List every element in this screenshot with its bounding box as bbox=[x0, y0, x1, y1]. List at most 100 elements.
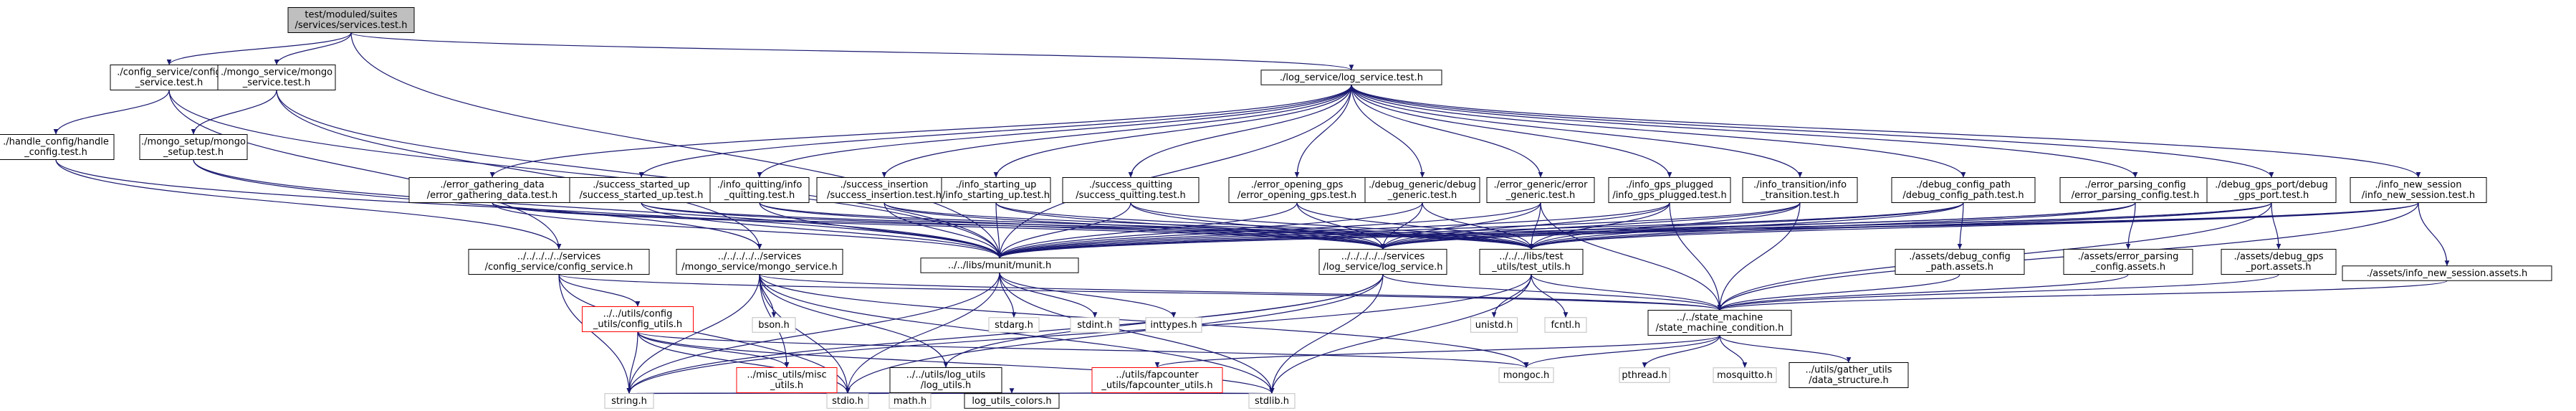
node-label-line: ./success_started_up bbox=[593, 180, 689, 191]
edge-debug-gps-port-assets-to-state-machine-h bbox=[1717, 273, 2279, 311]
node-label-line: ./info_transition/info bbox=[1753, 180, 1847, 191]
edge-log-service-test-to-info-starting-up-test bbox=[993, 85, 1352, 178]
node-label-line: /services/services.test.h bbox=[295, 20, 408, 31]
node-bson-h: bson.h bbox=[752, 317, 796, 333]
node-box bbox=[1062, 177, 1200, 203]
node-debug-gps-port-test: ./debug_gps_port/debug_gps_port.test.h bbox=[2206, 177, 2337, 203]
edge-state-machine-h-to-gather-utils-h bbox=[1719, 335, 1852, 363]
edge-success-started-up-test-to-munit-h bbox=[641, 202, 1002, 258]
node-box bbox=[1248, 393, 1296, 409]
node-label-line: /error_gathering_data.test.h bbox=[427, 190, 558, 201]
node-fapcounter-utils-h: ../utils/fapcounter_utils/fapcounter_uti… bbox=[1091, 367, 1223, 393]
node-gather-utils-h: ../utils/gather_utils/data_structure.h bbox=[1789, 362, 1909, 388]
node-error-generic-test: ./error_generic/error_generic.test.h bbox=[1486, 177, 1595, 203]
edge-config-service-h-to-string-h bbox=[558, 274, 632, 394]
edges-layer bbox=[53, 32, 2450, 395]
edge-config-service-test-to-config-service-h bbox=[168, 90, 562, 250]
node-error-parsing-config-test: ./error_parsing_config/error_parsing_con… bbox=[2059, 177, 2211, 203]
edge-log-service-test-to-debug-config-path-test bbox=[1351, 85, 1966, 178]
node-label-line: /success_quitting.test.h bbox=[1076, 190, 1186, 201]
node-box bbox=[569, 177, 714, 203]
node-label-line: pthread.h bbox=[1622, 370, 1667, 381]
node-root: test/moduled/suites/services/services.te… bbox=[287, 7, 415, 33]
node-label-line: _utils/config_utils.h bbox=[593, 319, 682, 330]
edge-root-to-config-service-test bbox=[166, 32, 352, 65]
node-box bbox=[582, 306, 694, 332]
edge-info-new-session-test-to-log-service-h bbox=[1380, 202, 2419, 250]
edge-debug-generic-test-to-test-utils-h bbox=[1422, 202, 1534, 250]
node-label-line: ./info_starting_up bbox=[956, 180, 1037, 191]
node-label-line: ./handle_config/handle bbox=[3, 137, 109, 148]
edge-root-to-munit-h bbox=[350, 32, 1002, 258]
edge-info-new-session-test-to-info-new-session-assets bbox=[2418, 202, 2450, 266]
edge-info-gps-plugged-test-to-test-utils-h bbox=[1528, 202, 1670, 250]
edge-mongo-service-test-to-mongo-service-h bbox=[276, 90, 762, 250]
edge-mongo-setup-test-to-munit-h bbox=[193, 159, 1002, 258]
node-label-line: ./debug_config_path bbox=[1916, 180, 2011, 191]
node-box bbox=[1091, 367, 1223, 393]
node-label-line: stdarg.h bbox=[995, 320, 1033, 331]
edge-debug-config-path-test-to-log-service-h bbox=[1380, 202, 1964, 250]
edge-test-utils-h-to-unistd-h bbox=[1491, 274, 1532, 318]
edge-debug-gps-port-test-to-log-service-h bbox=[1380, 202, 2272, 250]
edge-mongo-service-h-to-mongoc-h bbox=[759, 274, 1529, 368]
node-box bbox=[1608, 177, 1731, 203]
node-label-line: math.h bbox=[894, 396, 927, 407]
edge-info-new-session-test-to-test-utils-h bbox=[1528, 202, 2419, 250]
node-config-service-h: ../../../../../services/config_service/c… bbox=[468, 249, 650, 275]
edge-log-service-h-to-state-machine-h bbox=[1382, 273, 1723, 311]
edge-error-parsing-config-test-to-error-parsing-config-assets bbox=[2125, 202, 2136, 250]
node-label-line: ../../libs/munit/munit.h bbox=[948, 260, 1051, 271]
edge-debug-gps-port-test-to-debug-gps-port-assets bbox=[2271, 202, 2281, 250]
node-label-line: /state_machine_condition.h bbox=[1656, 323, 1784, 334]
node-log-service-h: ../../../../../services/log_service/log_… bbox=[1318, 249, 1447, 275]
node-box bbox=[1544, 317, 1587, 333]
node-box bbox=[1070, 317, 1120, 333]
node-box bbox=[709, 177, 810, 203]
node-box bbox=[1318, 249, 1447, 275]
node-inttypes-h: inttypes.h bbox=[1145, 317, 1202, 333]
node-box bbox=[287, 7, 415, 33]
node-log-utils-h: ../../utils/log_utils/log_utils.h bbox=[889, 367, 1002, 393]
node-label-line: _service.test.h bbox=[242, 77, 311, 88]
node-label-line: test/moduled/suites bbox=[305, 10, 397, 21]
node-label-line: ./debug_generic/debug bbox=[1369, 180, 1476, 191]
node-debug-config-path-assets: ./assets/debug_config_path.assets.h bbox=[1895, 249, 2025, 275]
node-label-line: _port.assets.h bbox=[2245, 262, 2311, 273]
node-label-line: mongoc.h bbox=[1503, 370, 1550, 381]
node-info-new-session-test: ./info_new_session/info_new_session.test… bbox=[2350, 177, 2487, 203]
node-config-service-test: ./config_service/config_service.test.h bbox=[110, 65, 229, 90]
edge-log-service-test-to-debug-generic-test bbox=[1351, 85, 1425, 178]
node-label-line: /data_structure.h bbox=[1809, 375, 1889, 386]
edge-munit-h-to-stdio-h bbox=[845, 273, 1000, 394]
node-box bbox=[1470, 317, 1518, 333]
node-label-line: ../../utils/config bbox=[603, 309, 673, 320]
edge-config-utils-h-to-string-h bbox=[626, 331, 638, 394]
node-label-line: _utils/fapcounter_utils.h bbox=[1101, 380, 1212, 391]
edge-mongo-service-h-to-state-machine-h bbox=[759, 273, 1722, 311]
node-label-line: ./assets/error_parsing bbox=[2078, 252, 2179, 263]
edge-state-machine-h-to-pthread-h bbox=[1642, 335, 1720, 368]
node-label-line: ./debug_gps_port/debug bbox=[2215, 180, 2328, 191]
edge-config-utils-h-to-mongoc-h bbox=[637, 331, 1528, 369]
node-success-quitting-test: ./success_quitting/success_quitting.test… bbox=[1062, 177, 1200, 203]
edge-test-utils-h-to-fcntl-h bbox=[1531, 274, 1569, 318]
node-log-utils-colors-h: log_utils_colors.h bbox=[964, 393, 1060, 409]
edge-success-quitting-test-to-test-utils-h bbox=[1130, 202, 1534, 250]
node-box bbox=[110, 65, 229, 90]
node-label-line: _generic.test.h bbox=[1387, 190, 1457, 201]
node-label-line: ./info_gps_plugged bbox=[1626, 180, 1713, 191]
node-config-utils-h: ../../utils/config_utils/config_utils.h bbox=[582, 306, 694, 332]
nodes-layer: test/moduled/suites/services/services.te… bbox=[0, 7, 2552, 409]
edge-config-service-test-to-handle-config-test bbox=[53, 90, 170, 135]
node-label-line: ./assets/info_new_session.assets.h bbox=[2367, 268, 2528, 279]
node-box bbox=[217, 65, 336, 90]
edge-munit-h-to-stdlib-h bbox=[999, 273, 1275, 394]
node-label-line: _setup.test.h bbox=[163, 147, 224, 158]
node-box bbox=[2059, 177, 2211, 203]
node-label-line: _transition.test.h bbox=[1760, 190, 1839, 201]
node-label-line: /config_service/config_service.h bbox=[485, 262, 633, 273]
node-label-line: ./info_new_session bbox=[2375, 180, 2462, 191]
node-info-starting-up-test: ./info_starting_up/info_starting_up.test… bbox=[941, 177, 1051, 203]
node-label-line: ./error_opening_gps bbox=[1251, 180, 1344, 191]
